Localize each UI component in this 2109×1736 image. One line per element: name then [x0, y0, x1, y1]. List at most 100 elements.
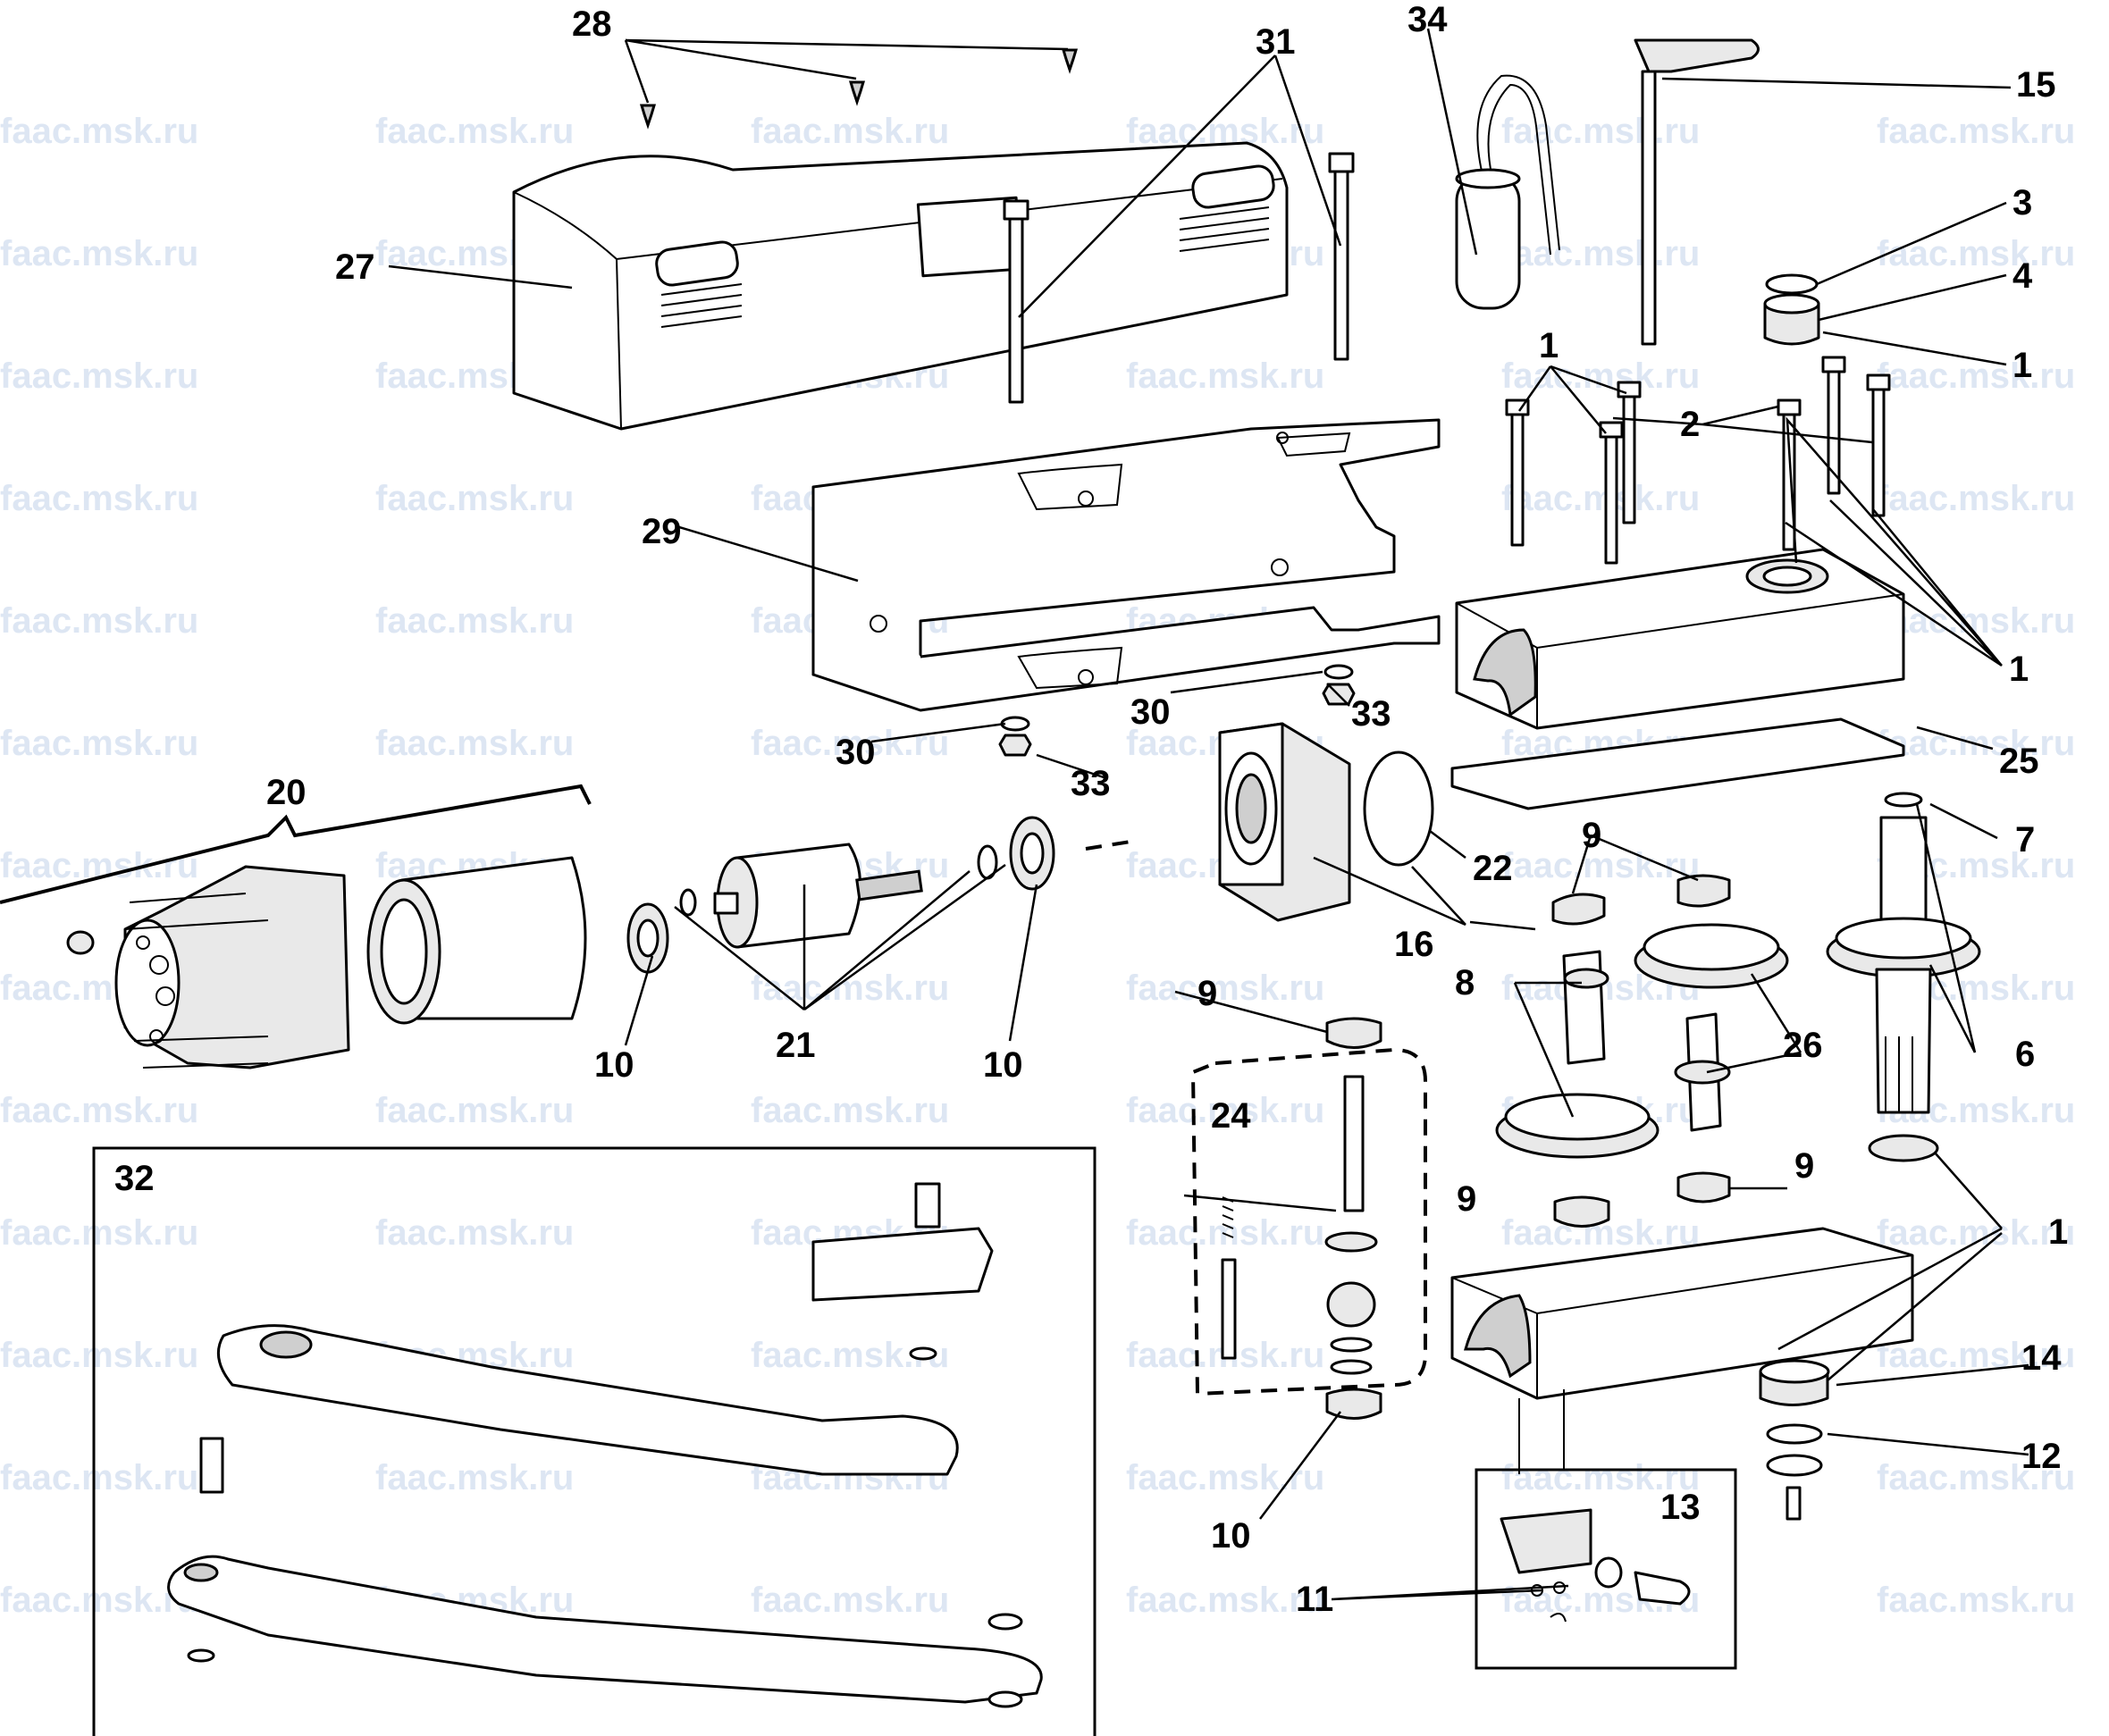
- callout-12: 12: [2021, 1437, 2062, 1476]
- watermark-text: faac.msk.ru: [1501, 479, 1700, 518]
- callout-27: 27: [335, 247, 375, 287]
- watermark-text: faac.msk.ru: [1877, 1458, 2075, 1497]
- bearings: [1325, 874, 1731, 1420]
- callout-10-a: 10: [594, 1045, 634, 1085]
- callout-34: 34: [1407, 0, 1448, 39]
- callout-33-b: 33: [1071, 764, 1111, 803]
- callout-2: 2: [1680, 405, 1700, 444]
- callout-9-a: 9: [1582, 816, 1601, 855]
- watermark-text: faac.msk.ru: [0, 479, 198, 518]
- callout-6: 6: [2015, 1035, 2035, 1074]
- callout-25: 25: [1999, 742, 2039, 781]
- washers-and-nuts: [998, 664, 1356, 757]
- watermark-text: faac.msk.ru: [1501, 1458, 1700, 1497]
- motor-group-bracket: [0, 784, 592, 904]
- watermark-text: faac.msk.ru: [1877, 479, 2075, 518]
- assembly-axis-line: [1085, 840, 1131, 851]
- seal-and-bushing: [1763, 273, 1820, 346]
- callout-1-d: 1: [2048, 1212, 2068, 1252]
- upper-gearbox-housing: [1455, 548, 1905, 730]
- watermark-text: faac.msk.ru: [1877, 234, 2075, 273]
- watermark-text: faac.msk.ru: [1501, 234, 1700, 273]
- watermark-text: faac.msk.ru: [1126, 1091, 1324, 1130]
- watermark-text: faac.msk.ru: [751, 724, 949, 763]
- watermark-text: faac.msk.ru: [0, 356, 198, 396]
- watermark-text: faac.msk.ru: [1877, 1336, 2075, 1375]
- output-shaft: [1826, 792, 1981, 1114]
- arm-kit-box: [92, 1146, 1097, 1736]
- callout-28: 28: [572, 4, 612, 44]
- callout-7: 7: [2015, 820, 2035, 860]
- watermark-text: faac.msk.ru: [0, 846, 198, 885]
- watermark-text: faac.msk.ru: [0, 1458, 198, 1497]
- capacitor: [1455, 74, 1560, 310]
- callout-10-c: 10: [1211, 1516, 1251, 1556]
- watermark-text: faac.msk.ru: [751, 969, 949, 1008]
- callout-31: 31: [1256, 22, 1296, 62]
- callout-9-b: 9: [1197, 974, 1217, 1013]
- watermark-text: faac.msk.ru: [751, 112, 949, 151]
- callout-20: 20: [266, 773, 307, 812]
- watermark-text: faac.msk.ru: [1501, 112, 1700, 151]
- watermark-text: faac.msk.ru: [0, 112, 198, 151]
- cover-bolts: [1003, 152, 1355, 404]
- callout-22: 22: [1473, 849, 1513, 888]
- gearbox-screws: [1505, 356, 1891, 565]
- watermark-text: faac.msk.ru: [0, 1336, 198, 1375]
- clutch-assembly: [1190, 1047, 1427, 1396]
- lower-gearbox-housing: [1450, 1227, 1914, 1474]
- watermark-text: faac.msk.ru: [0, 601, 198, 641]
- callout-1-c: 1: [2009, 650, 2029, 689]
- watermark-text: faac.msk.ru: [1126, 1581, 1324, 1620]
- callout-26: 26: [1783, 1026, 1823, 1065]
- watermark-text: faac.msk.ru: [1126, 969, 1324, 1008]
- watermark-text: faac.msk.ru: [1501, 356, 1700, 396]
- watermark-text: faac.msk.ru: [375, 1458, 574, 1497]
- callout-10-b: 10: [983, 1045, 1023, 1085]
- callout-3: 3: [2012, 183, 2032, 222]
- callout-30-a: 30: [1130, 692, 1171, 732]
- watermark-text: faac.msk.ru: [1877, 356, 2075, 396]
- callout-8: 8: [1455, 963, 1475, 1002]
- callout-21: 21: [776, 1026, 816, 1065]
- callout-1-a: 1: [2012, 346, 2032, 385]
- release-key: [1634, 38, 1760, 346]
- callout-30-b: 30: [836, 733, 876, 772]
- callout-11: 11: [1296, 1580, 1333, 1619]
- callout-4: 4: [2012, 256, 2033, 296]
- watermark-text: faac.msk.ru: [375, 112, 574, 151]
- callout-14: 14: [2021, 1338, 2062, 1378]
- callout-33-a: 33: [1351, 694, 1391, 734]
- callout-9-d: 9: [1457, 1179, 1476, 1219]
- lower-seal: [1868, 1134, 1939, 1162]
- watermark-text: faac.msk.ru: [0, 234, 198, 273]
- watermark-text: faac.msk.ru: [375, 601, 574, 641]
- watermark-text: faac.msk.ru: [0, 1581, 198, 1620]
- motor-flange: [1218, 722, 1351, 922]
- watermark-text: faac.msk.ru: [0, 1213, 198, 1253]
- cover-screws: [639, 48, 1079, 130]
- watermark-text: faac.msk.ru: [0, 1091, 198, 1130]
- watermark-text: faac.msk.ru: [0, 724, 198, 763]
- gear-train: [1495, 923, 1789, 1159]
- callout-24: 24: [1211, 1096, 1251, 1136]
- o-ring: [1363, 751, 1434, 867]
- watermark-text: faac.msk.ru: [1877, 112, 2075, 151]
- callout-9-c: 9: [1794, 1146, 1814, 1186]
- watermark-text: faac.msk.ru: [1501, 846, 1700, 885]
- callout-29: 29: [642, 512, 682, 551]
- watermark-text: faac.msk.ru: [751, 1091, 949, 1130]
- callout-labels: 28 31 34 15 3 4 1 1 2 27 29 1 30 33 30 3…: [114, 0, 2068, 1619]
- watermark-text: faac.msk.ru: [1126, 356, 1324, 396]
- mounting-bracket: [811, 418, 1441, 712]
- motor-stator: [366, 856, 587, 1025]
- gasket: [1450, 717, 1905, 810]
- callout-15: 15: [2016, 65, 2056, 105]
- watermark-text: faac.msk.ru: [1877, 1213, 2075, 1253]
- cover-housing: [512, 141, 1289, 431]
- watermark-text: faac.msk.ru: [751, 1581, 949, 1620]
- base-bushing-and-circlip: [1759, 1359, 1830, 1521]
- callout-32: 32: [114, 1159, 155, 1198]
- watermark-text: faac.msk.ru: [375, 1213, 574, 1253]
